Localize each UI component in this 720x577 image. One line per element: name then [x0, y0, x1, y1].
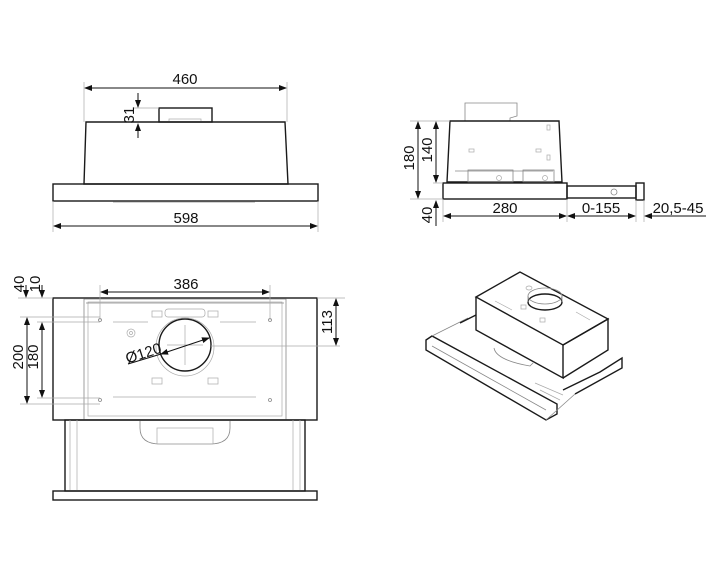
- dim-label-40-top: 40: [11, 276, 28, 293]
- dim-label-diameter-120: Ø120: [124, 340, 164, 368]
- dim-label-40: 40: [419, 207, 436, 224]
- dim-label-10-top: 10: [27, 276, 44, 293]
- dim-label-31: 31: [121, 107, 138, 124]
- dim-label-280: 280: [492, 200, 517, 217]
- front-view: 460 31 598: [52, 71, 319, 232]
- dim-label-598: 598: [173, 210, 198, 227]
- dim-label-20-5-45: 20,5-45: [653, 200, 704, 217]
- dim-label-386: 386: [173, 276, 198, 293]
- dim-label-0-155: 0-155: [582, 200, 620, 217]
- dim-label-180-top: 180: [25, 344, 42, 369]
- dim-label-460: 460: [172, 71, 197, 88]
- dim-label-140: 140: [419, 137, 436, 162]
- side-view: 180 140 40 280 0-155 20,5-45: [401, 102, 706, 226]
- top-view: 40 10 386 200 180 113 Ø120: [10, 276, 345, 501]
- isometric-view: [425, 271, 623, 421]
- dim-label-200: 200: [10, 344, 27, 369]
- dim-label-113: 113: [319, 310, 336, 334]
- dim-label-180: 180: [401, 145, 418, 170]
